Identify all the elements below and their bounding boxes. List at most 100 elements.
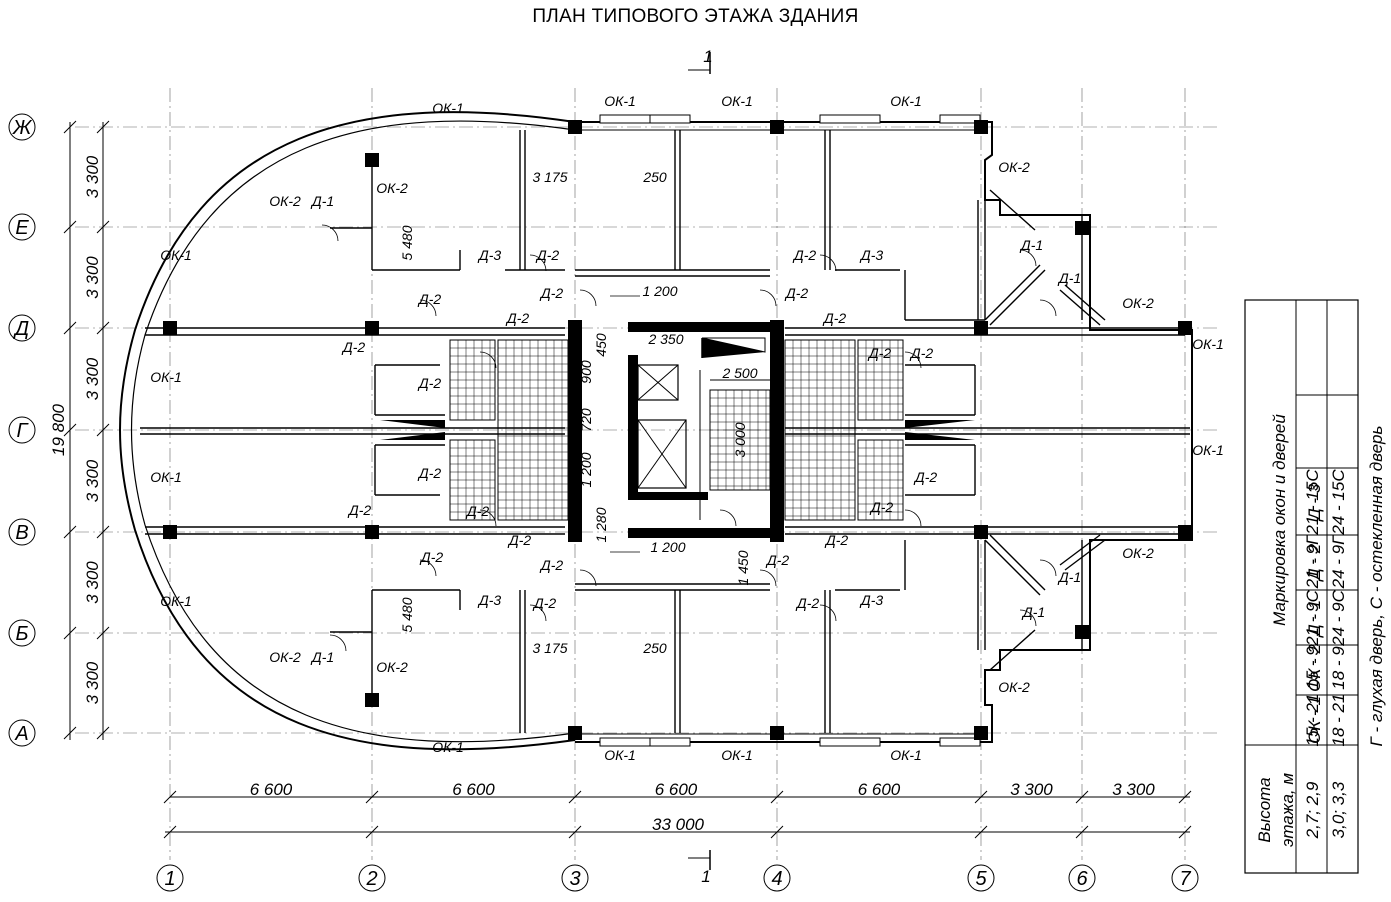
door-swing	[321, 224, 339, 242]
section-mark-bottom: 1	[701, 867, 710, 886]
inner-dimension: 250	[642, 169, 667, 185]
mark-ok2: ОК-2	[376, 659, 408, 675]
inner-dimension: 1 280	[593, 507, 609, 542]
mark-ok1: ОК-1	[890, 747, 922, 763]
inner-dimension: 1 200	[650, 539, 685, 555]
row-axis-circle	[8, 314, 36, 342]
mark-ok1: ОК-1	[604, 747, 636, 763]
mark-d1: Д-1	[1019, 237, 1043, 253]
mark-d2: Д-2	[417, 465, 442, 481]
row-axis-label: В	[15, 522, 28, 544]
dim-tick	[63, 525, 77, 539]
core-wall-bottom	[628, 528, 782, 538]
core-wall-left	[568, 320, 582, 542]
dim-tick	[1178, 825, 1192, 839]
door-swing	[479, 509, 497, 527]
dim-tick	[96, 423, 110, 437]
table-cell: 21 - 15С	[1303, 469, 1322, 536]
door-swing	[819, 604, 837, 622]
mark-d2: Д-2	[913, 469, 938, 485]
column	[1075, 625, 1089, 639]
row-axis-circle	[8, 518, 36, 546]
dim-vertical-value: 3 300	[83, 155, 102, 198]
dim-tick	[96, 726, 110, 740]
dim-tick	[770, 790, 784, 804]
table-cell: 15 - 9	[1303, 646, 1322, 690]
dim-tick	[63, 626, 77, 640]
dim-tick	[365, 790, 379, 804]
dim-tick	[770, 825, 784, 839]
curved-facade-inner	[130, 120, 576, 743]
wall	[984, 264, 1041, 321]
row-axis-circle	[8, 213, 36, 241]
mark-ok1: ОК-1	[432, 100, 464, 116]
stair-wedge	[380, 432, 445, 440]
wall	[989, 189, 1036, 231]
inner-dimension: 900	[578, 360, 594, 384]
mark-d2: Д-2	[792, 247, 817, 263]
wall	[1059, 534, 1101, 566]
table-frame	[1244, 299, 1359, 874]
dim-horizontal-value: 3 300	[1112, 780, 1155, 799]
column	[365, 693, 379, 707]
dim-tick	[63, 726, 77, 740]
col-axis-label: 5	[975, 868, 987, 890]
col-axis-circle	[967, 864, 995, 892]
door-swing	[579, 289, 597, 307]
dim-horizontal-value: 6 600	[655, 780, 698, 799]
mark-d2: Д-2	[417, 291, 442, 307]
core-shaft-wall	[628, 355, 638, 500]
mark-ok1: ОК-1	[160, 247, 192, 263]
column	[365, 153, 379, 167]
table-column-header: Д - 1	[1305, 600, 1324, 639]
table-column-header: ОК - 2	[1305, 644, 1324, 692]
dim-vertical-value: 3 300	[83, 661, 102, 704]
inner-dimension: 5 480	[399, 225, 415, 260]
mark-ok2: ОК-2	[269, 193, 301, 209]
mark-ok2: ОК-2	[1122, 545, 1154, 561]
column	[568, 120, 582, 134]
door-swing	[904, 351, 922, 369]
window-ok1	[599, 114, 651, 124]
dim-vertical-value: 3 300	[83, 459, 102, 502]
dim-horizontal-value: 3 300	[1010, 780, 1053, 799]
inner-dimension: 450	[593, 333, 609, 357]
mark-ok1: ОК-1	[160, 593, 192, 609]
door-swing	[329, 634, 347, 652]
door-swing	[419, 299, 437, 317]
wall	[1059, 289, 1101, 326]
window-ok1	[649, 114, 691, 124]
wall	[1064, 539, 1106, 571]
wall	[1064, 284, 1106, 321]
structural-columns	[163, 120, 1192, 740]
mark-d2: Д-2	[505, 310, 530, 326]
table-col-header-1: Высота	[1255, 777, 1274, 842]
col-axis-label: 1	[164, 868, 175, 890]
mark-d2: Д-2	[535, 247, 560, 263]
mark-ok1: ОК-1	[150, 469, 182, 485]
door-swing	[1019, 249, 1037, 267]
dim-tick	[63, 321, 77, 335]
mark-ok2: ОК-2	[376, 180, 408, 196]
window-ok1	[939, 114, 981, 124]
wall	[989, 534, 1046, 591]
row-axis-circle	[8, 113, 36, 141]
table-cell: 15 - 21	[1303, 694, 1322, 747]
elevator-1-x	[637, 364, 679, 401]
inner-dimension: 1 200	[642, 283, 677, 299]
dim-vertical-value: 3 300	[83, 561, 102, 604]
window-ok1	[819, 737, 881, 747]
door-swing	[904, 509, 922, 527]
inner-dimension: 1 450	[735, 550, 751, 585]
column	[1075, 221, 1089, 235]
door-swing	[719, 509, 737, 527]
inner-dimension: 250	[642, 640, 667, 656]
table-row-height: 2,7; 2,9	[1303, 781, 1322, 839]
col-axis-circle	[156, 864, 184, 892]
mark-d2: Д-2	[507, 532, 532, 548]
table-col-header-2: этажа, м	[1278, 773, 1297, 847]
row-axis-label: Б	[15, 623, 28, 645]
window-ok1	[599, 737, 651, 747]
mark-d2: Д-2	[784, 285, 809, 301]
